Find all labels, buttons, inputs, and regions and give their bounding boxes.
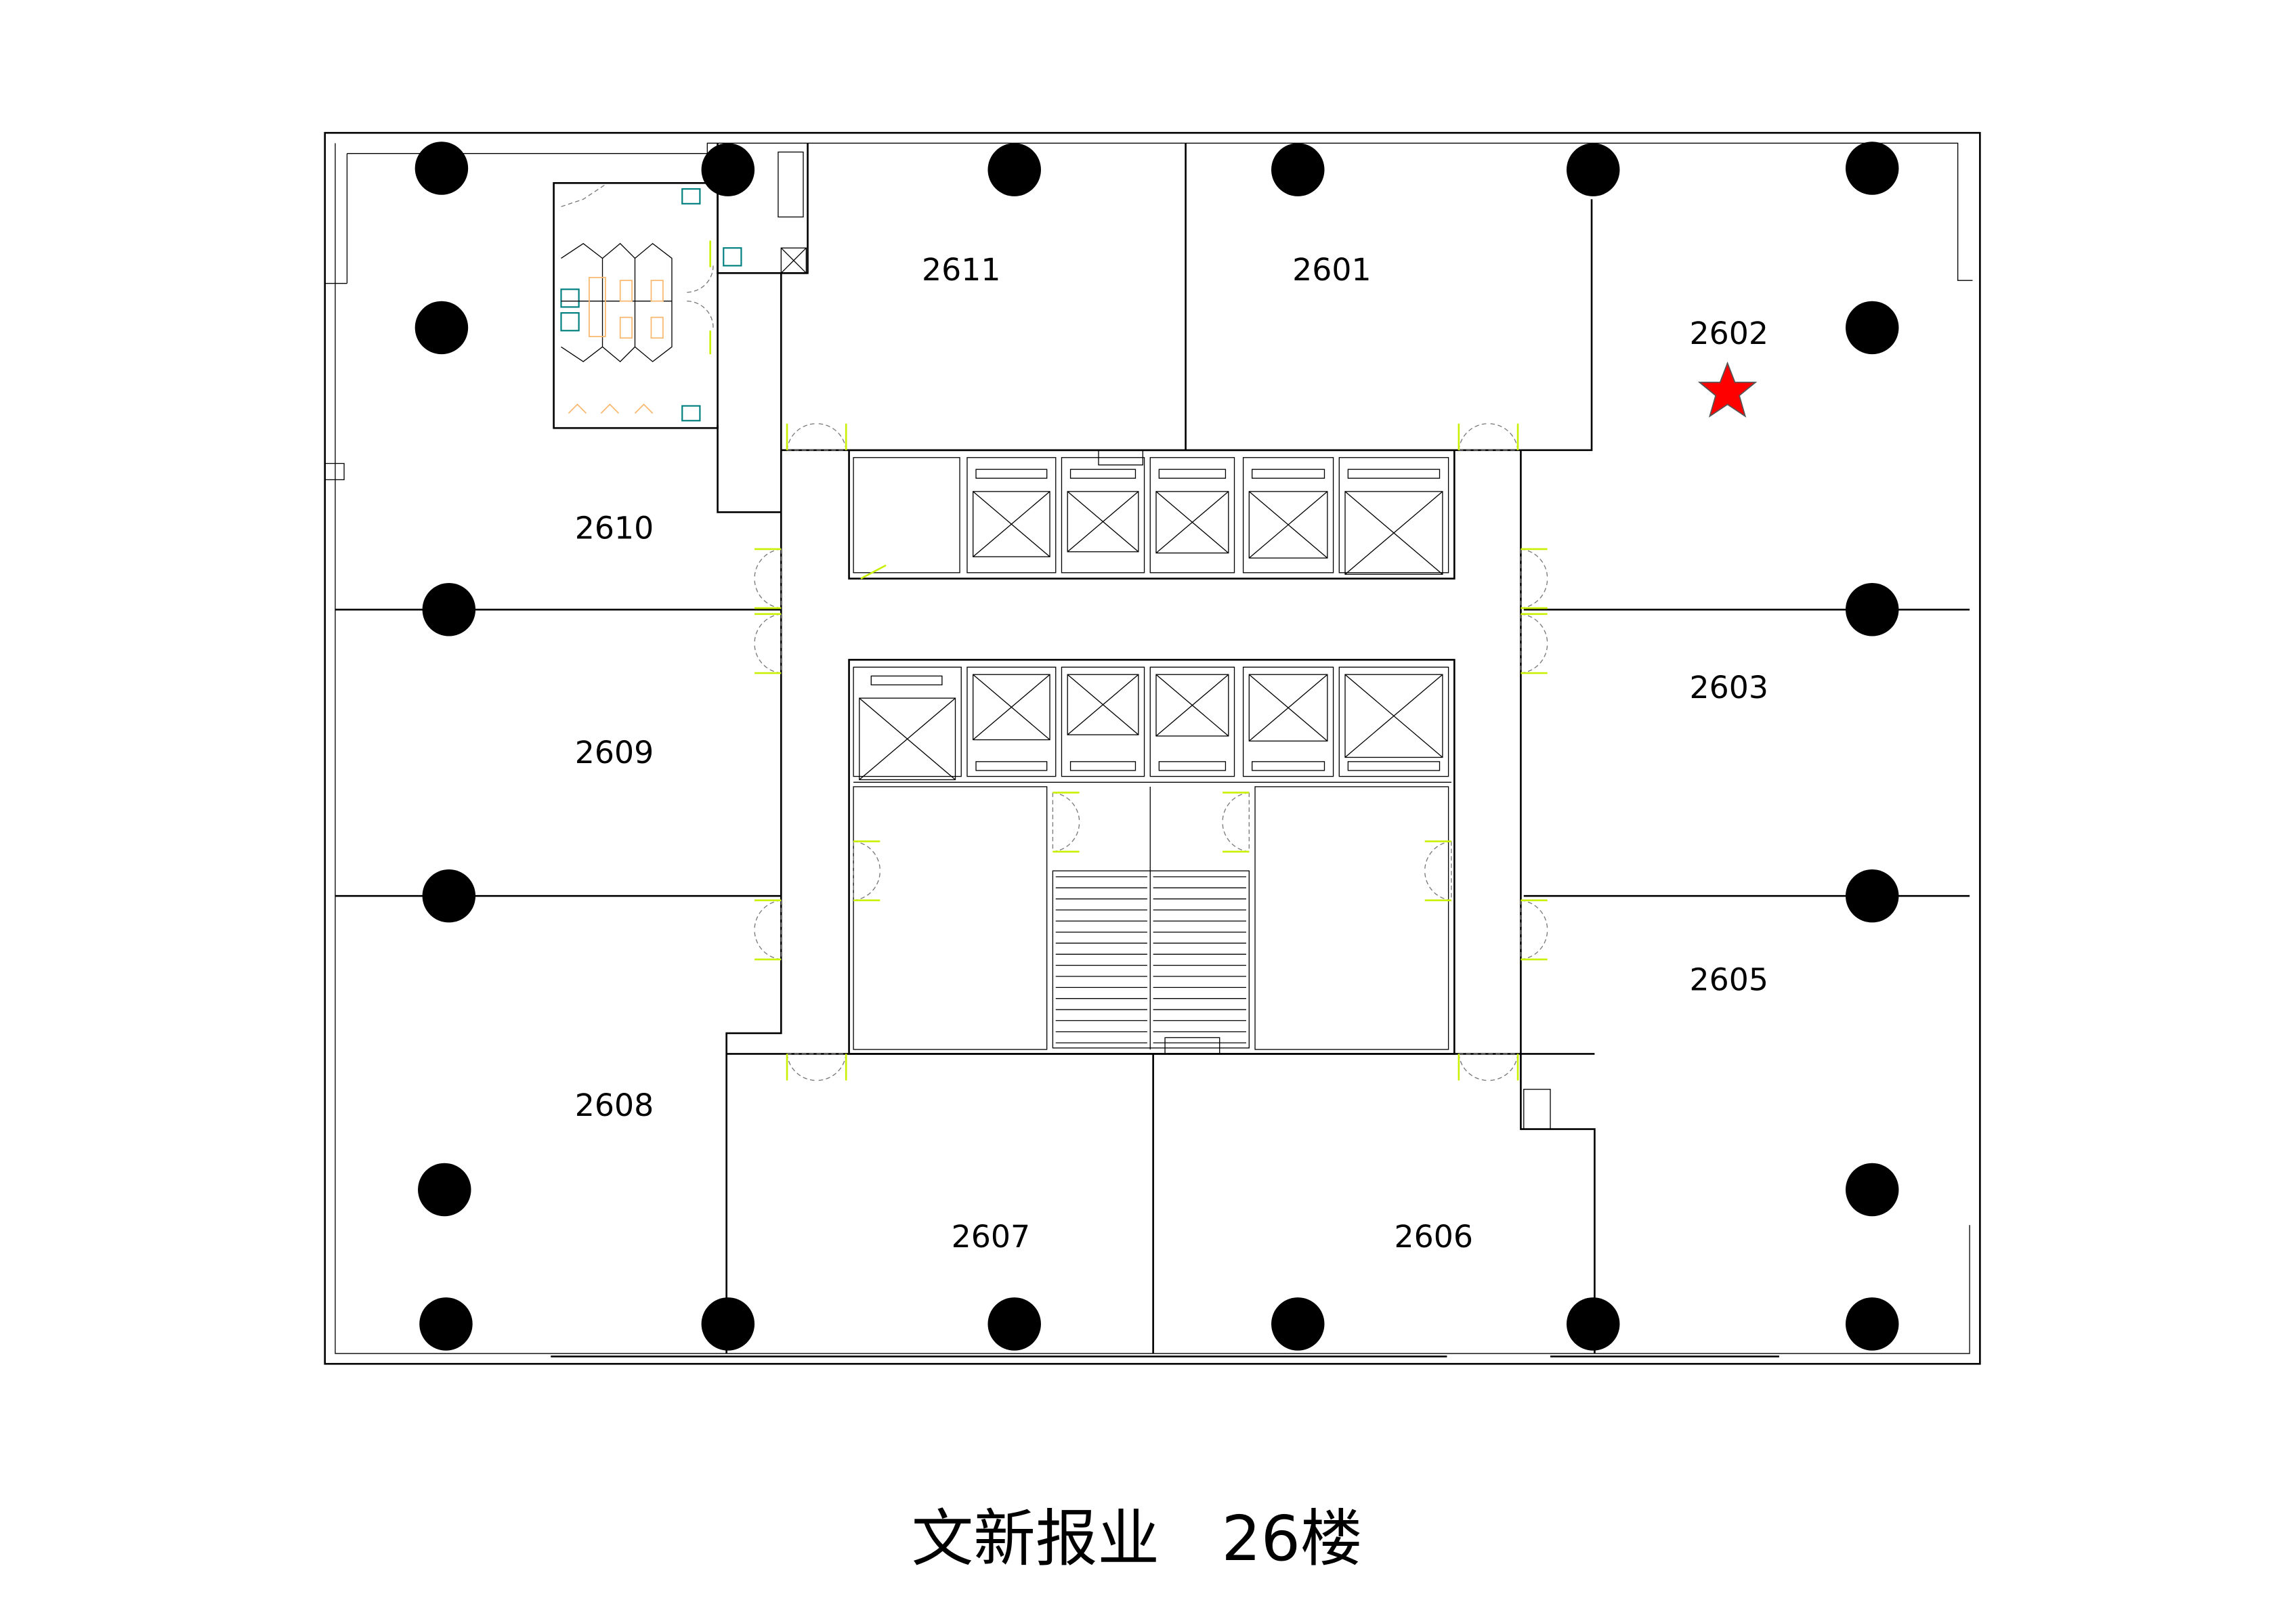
staircase [1052,786,1250,1050]
column [1845,1163,1899,1217]
column [701,1297,755,1351]
room-label-2605: 2605 [1690,962,1768,998]
room-label-2602: 2602 [1690,316,1768,351]
column [1271,143,1325,196]
elevator-shaft [1338,457,1449,575]
door[interactable] [1520,613,1548,674]
star-icon [1697,361,1758,418]
door[interactable] [786,423,847,451]
elevator-shaft [1242,457,1334,574]
column [987,1297,1041,1351]
door[interactable] [754,613,782,674]
elevator-shaft [1149,457,1235,574]
door[interactable] [1458,423,1519,451]
room-label-2607: 2607 [952,1219,1030,1255]
column [1566,143,1620,196]
elevator-shaft [1338,666,1449,777]
column [1271,1297,1325,1351]
column [422,583,476,636]
door[interactable] [1424,840,1452,902]
outer-walls [324,131,1981,1365]
restroom [553,143,808,429]
room-label-2608: 2608 [575,1087,654,1123]
column [1845,583,1899,636]
column [419,1297,473,1351]
column [414,142,469,195]
room-label-2609: 2609 [575,735,654,771]
column [1845,1297,1899,1351]
room-label-2601: 2601 [1292,252,1371,288]
column [414,301,469,355]
door[interactable] [1520,899,1548,961]
door[interactable] [1052,792,1080,853]
room-label-2611: 2611 [922,252,1000,288]
elevator-shaft [1242,666,1334,777]
elevator-shaft [1149,666,1235,777]
door[interactable] [1520,548,1548,609]
elevator-shaft [966,666,1057,777]
elevator-shaft [1061,457,1145,574]
door[interactable] [786,1053,847,1081]
column [1566,1297,1620,1351]
room-label-2603: 2603 [1690,670,1768,706]
structural-columns [414,142,1899,1351]
column [1845,869,1899,923]
room-labels: 2611 2601 2602 2610 2603 2609 2605 2608 … [575,252,1768,1255]
elevator-shaft [966,457,1057,574]
door[interactable] [853,840,881,902]
door[interactable] [754,899,782,961]
column [1845,301,1899,355]
room-label-2610: 2610 [575,511,654,546]
room-label-2606: 2606 [1395,1219,1473,1255]
door[interactable] [1222,792,1250,853]
column [1845,142,1899,195]
column [701,143,755,196]
column [422,869,476,923]
toilet-stalls [561,242,673,362]
elevator-shaft [1061,666,1145,777]
column [987,143,1041,196]
column [418,1163,471,1217]
elevator-shaft [853,666,962,781]
door[interactable] [1458,1053,1519,1081]
elevator-bank-lower [848,659,1455,1055]
floor-title: 文新报业 26楼 [912,1502,1363,1575]
door[interactable] [754,548,782,609]
